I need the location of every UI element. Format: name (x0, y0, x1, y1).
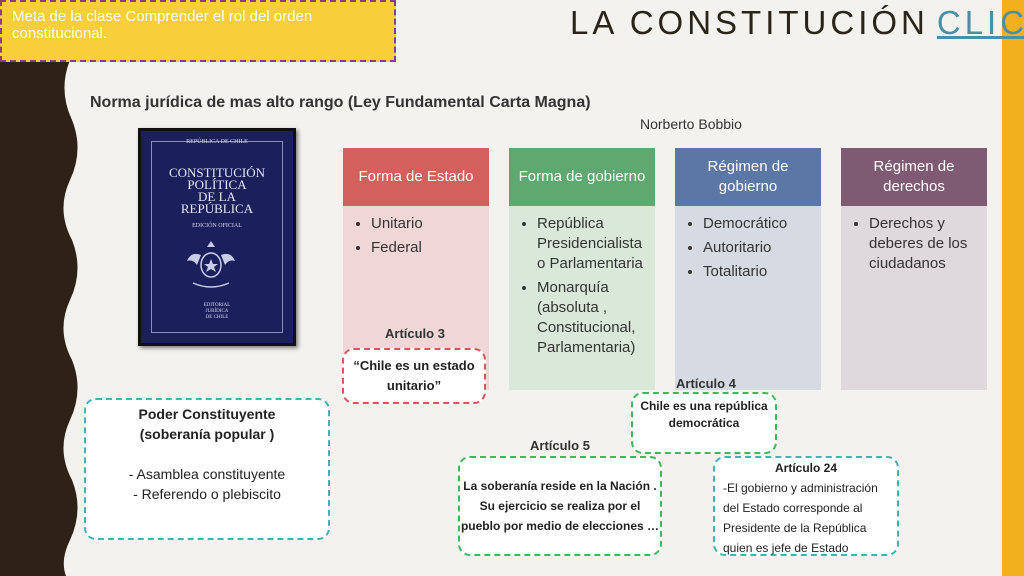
right-accent-bar (1002, 0, 1024, 576)
article-4-box: Chile es una república democrática (631, 392, 777, 454)
constitution-book-image: REPÚBLICA DE CHILE CONSTITUCIÓN POLÍTICA… (138, 128, 296, 346)
article-4-label: Artículo 4 (676, 376, 736, 391)
article-5-label: Artículo 5 (530, 438, 590, 453)
article-5-text: La soberanía reside en la Nación . Su ej… (460, 479, 660, 533)
poder-item: - Asamblea constituyente (128, 466, 286, 482)
article-3-text: “Chile es un estado unitario” (353, 358, 475, 393)
poder-title: Poder Constituyente (138, 406, 276, 422)
column-header: Forma de gobierno (509, 148, 655, 206)
list-item: Federal (371, 238, 481, 258)
subtitle: Norma jurídica de mas alto rango (Ley Fu… (90, 94, 591, 111)
article-3-box: “Chile es un estado unitario” (342, 348, 486, 404)
list-item: Totalitario (703, 262, 813, 282)
author-name: Norberto Bobbio (640, 116, 742, 132)
column-header: Forma de Estado (343, 148, 489, 206)
list-item: Democrático (703, 214, 813, 234)
book-edition: EDICIÓN OFICIAL (192, 223, 242, 229)
list-item: Derechos y deberes de los ciudadanos (869, 214, 979, 274)
article-24-box: Artículo 24 -El gobierno y administració… (713, 456, 899, 556)
article-24-text: -El gobierno y administración del Estado… (723, 481, 878, 555)
article-24-label: Artículo 24 (774, 461, 837, 475)
poder-item: - Referendo o plebiscito (133, 486, 281, 502)
list-item: República Presidencialista o Parlamentar… (537, 214, 647, 274)
list-item: Unitario (371, 214, 481, 234)
column-forma-de-gobierno: Forma de gobierno República Presidencial… (509, 148, 655, 390)
book-publisher: EDITORIAL JURÍDICA DE CHILE (203, 303, 231, 320)
poder-subtitle: (soberanía popular ) (139, 426, 275, 442)
book-top-text: REPÚBLICA DE CHILE (186, 139, 248, 145)
title-main: LA CONSTITUCIÓN (570, 4, 929, 41)
list-item: Monarquía (absoluta , Constitucional, Pa… (537, 278, 647, 358)
column-header: Régimen de gobierno (675, 148, 821, 206)
class-goal-box: Meta de la clase Comprender el rol del o… (0, 0, 396, 62)
class-goal-text: Meta de la clase Comprender el rol del o… (12, 8, 313, 42)
article-4-text: Chile es una república democrática (640, 399, 768, 430)
left-wave-decoration (0, 60, 78, 576)
poder-constituyente-box: Poder Constituyente (soberanía popular )… (84, 398, 330, 540)
column-regimen-de-derechos: Régimen de derechos Derechos y deberes d… (841, 148, 987, 390)
click-link[interactable]: CLICK (936, 4, 1024, 41)
article-5-box: La soberanía reside en la Nación . Su ej… (458, 456, 662, 556)
column-regimen-de-gobierno: Régimen de gobierno Democrático Autorita… (675, 148, 821, 390)
slide-title: LA CONSTITUCIÓNCLICK (570, 4, 1024, 42)
column-header: Régimen de derechos (841, 148, 987, 206)
coat-of-arms-icon (187, 241, 235, 288)
book-title: CONSTITUCIÓN POLÍTICA DE LA REPÚBLICA (168, 165, 266, 216)
article-3-label: Artículo 3 (385, 326, 445, 341)
list-item: Autoritario (703, 238, 813, 258)
